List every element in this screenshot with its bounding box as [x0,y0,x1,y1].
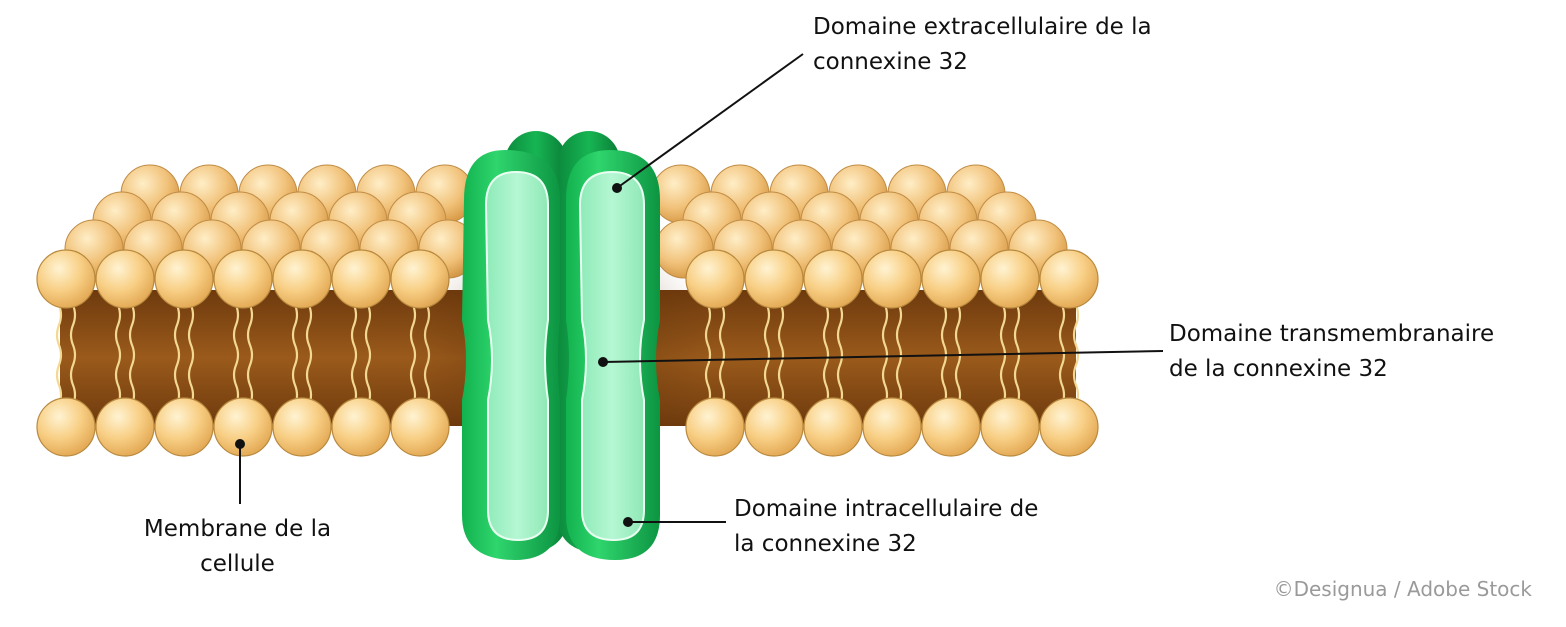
label-intracellular-domain: Domaine intracellulaire de la connexine … [734,492,1038,562]
lipid-head [744,249,804,309]
lipid-head [803,249,863,309]
label-intracellular-line1: Domaine intracellulaire de [734,496,1039,522]
lipid-head [213,249,273,309]
lipid-head [803,397,863,457]
lipid-tail [69,304,77,406]
lipid-head [213,397,273,457]
label-membrane-line1: Membrane de la [143,516,332,542]
lipid-tail [1058,304,1066,406]
lipid-head [331,397,391,457]
label-transmembrane-domain: Domaine transmembranaire de la connexine… [1169,317,1494,387]
lipid-tail [291,304,299,406]
leader-lines [235,53,1164,527]
lipid-tail [187,304,195,406]
lipid-tail [822,304,830,406]
lipid-tail [305,304,313,406]
leader-dot-intracellular [623,517,633,527]
lipid-head [272,249,332,309]
lipid-head [95,397,155,457]
lipid-bilayer [36,164,1099,457]
label-extracellular-line2: connexine 32 [813,49,968,75]
lipid-head [390,397,450,457]
lipid-head [685,397,745,457]
lipid-tail [895,304,903,406]
lipid-head [862,397,922,457]
lipid-tail [350,304,358,406]
leader-dot-transmembrane [598,357,608,367]
lipid-head [272,397,332,457]
label-transmembrane-line2: de la connexine 32 [1169,356,1388,382]
lipid-head [36,397,96,457]
lipid-head [95,249,155,309]
label-extracellular-line1: Domaine extracellulaire de la [813,14,1152,40]
lipid-head [980,249,1040,309]
lipid-tail [246,304,254,406]
leader-dot-extracellular [612,183,622,193]
lipid-tail [55,304,63,406]
lipid-head [921,397,981,457]
lipid-tail [881,304,889,406]
connexin-32-protein [462,131,660,560]
lipid-head [921,249,981,309]
lipid-tail [173,304,181,406]
lipid-tail [128,304,136,406]
label-cell-membrane: Membrane de la cellule [135,512,340,582]
lipid-tail [1072,304,1080,406]
lipid-tail [777,304,785,406]
lipid-heads-bottom-row [36,397,1099,457]
lipid-tail [836,304,844,406]
label-membrane-line2: cellule [200,551,275,577]
lipid-tail [364,304,372,406]
lipid-head [980,397,1040,457]
lipid-tail [232,304,240,406]
label-intracellular-line2: la connexine 32 [734,531,917,557]
image-credit: ©Designua / Adobe Stock [1273,577,1532,601]
lipid-head [154,397,214,457]
leader-extracellular [616,53,804,189]
lipid-tail [763,304,771,406]
lipid-head [36,249,96,309]
lipid-head [331,249,391,309]
label-extracellular-domain: Domaine extracellulaire de la connexine … [813,10,1152,80]
lipid-tail [1013,304,1021,406]
lipid-head [154,249,214,309]
lipid-head [1039,249,1099,309]
lipid-tail [114,304,122,406]
lipid-tail [718,304,726,406]
leader-transmembrane [602,350,1164,363]
lipid-head [744,397,804,457]
label-transmembrane-line1: Domaine transmembranaire [1169,321,1495,347]
lipid-head [1039,397,1099,457]
leader-dot-membrane [235,439,245,449]
lipid-head [862,249,922,309]
protein-subunit-left-inner [484,170,549,542]
protein-subunit-right-inner [578,170,645,542]
